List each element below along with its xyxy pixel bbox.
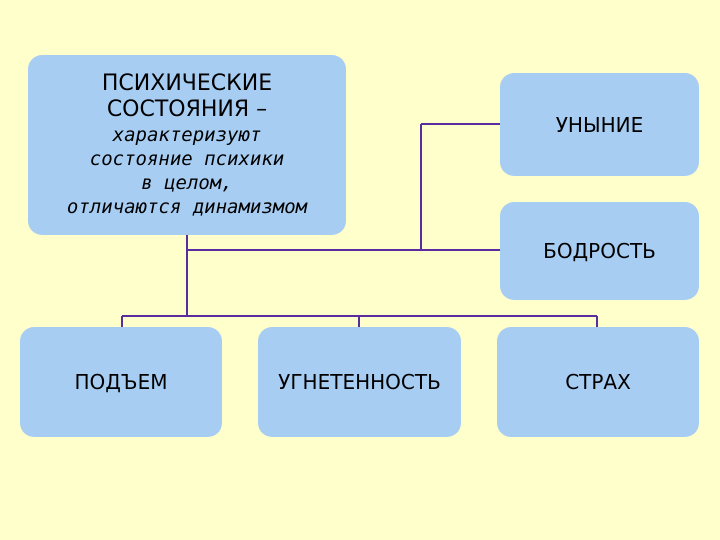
state-label-depression: УГНЕТЕННОСТЬ bbox=[278, 370, 441, 394]
main-desc-line4: отличаются динамизмом bbox=[66, 196, 308, 218]
main-desc-line1: характеризуют bbox=[112, 124, 262, 146]
state-box-fear: СТРАХ bbox=[497, 327, 699, 437]
state-box-uplift: ПОДЪЕМ bbox=[20, 327, 222, 437]
state-box-vigor: БОДРОСТЬ bbox=[500, 202, 699, 300]
state-box-depression: УГНЕТЕННОСТЬ bbox=[258, 327, 461, 437]
state-label-despondency: УНЫНИЕ bbox=[555, 112, 644, 137]
state-label-fear: СТРАХ bbox=[565, 370, 631, 394]
state-label-uplift: ПОДЪЕМ bbox=[74, 370, 168, 394]
main-concept-box: ПСИХИЧЕСКИЕ СОСТОЯНИЯ – характеризуют со… bbox=[28, 55, 346, 235]
state-box-despondency: УНЫНИЕ bbox=[500, 73, 699, 176]
main-desc-line3: в целом, bbox=[141, 172, 233, 194]
main-title-line2: СОСТОЯНИЯ – bbox=[106, 97, 268, 122]
state-label-vigor: БОДРОСТЬ bbox=[543, 239, 656, 263]
main-desc-line2: состояние психики bbox=[89, 148, 285, 170]
main-title-line1: ПСИХИЧЕСКИЕ bbox=[101, 71, 273, 96]
